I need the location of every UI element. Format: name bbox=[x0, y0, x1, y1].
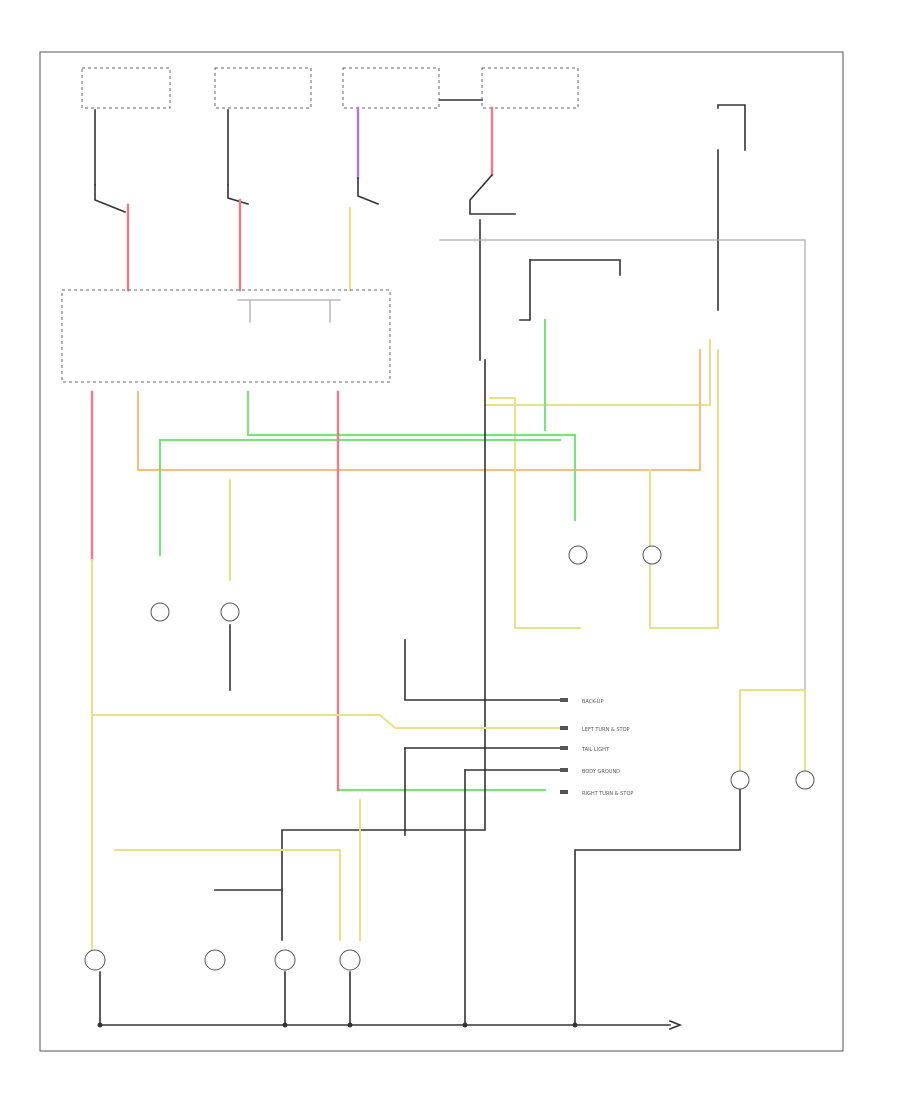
connector-pin-3 bbox=[560, 746, 568, 750]
diagram-frame bbox=[39, 51, 844, 1052]
brake-switch bbox=[94, 184, 127, 214]
fuse-box-3 bbox=[342, 67, 440, 109]
conn-label-3: TAIL LIGHT bbox=[581, 747, 610, 753]
gray-feed-right bbox=[439, 239, 806, 691]
ground-bus bbox=[99, 971, 671, 1026]
fuse-box-4 bbox=[481, 67, 579, 109]
ground-node-4 bbox=[462, 1022, 468, 1028]
ground-node-1 bbox=[97, 1022, 103, 1028]
right-tail-lamp bbox=[339, 949, 361, 971]
fuse-group bbox=[81, 67, 579, 109]
ground-node-3 bbox=[347, 1022, 353, 1028]
left-tail-lamp bbox=[84, 949, 106, 971]
yel-bus-top bbox=[484, 339, 711, 406]
connector-pin-4 bbox=[560, 768, 568, 772]
turn-flasher-feed bbox=[717, 104, 746, 151]
headlamp-switch bbox=[469, 173, 516, 215]
connector-pin-5 bbox=[560, 790, 568, 794]
green-wire-left bbox=[158, 438, 562, 557]
stop-switch bbox=[357, 177, 380, 206]
switch-internal bbox=[237, 299, 341, 323]
connector-labels: BACK-UP LEFT TURN & STOP TAIL LIGHT BODY… bbox=[581, 699, 633, 797]
conn-label-1: BACK-UP bbox=[582, 699, 604, 705]
green-wire-main bbox=[246, 390, 577, 522]
oil-lamp bbox=[642, 545, 662, 565]
switches bbox=[94, 104, 746, 215]
wire-backup bbox=[404, 639, 561, 701]
fuse-box-1 bbox=[81, 67, 171, 109]
right-turn-indicator-lamp bbox=[220, 602, 240, 622]
backup-lamp-left bbox=[730, 770, 750, 790]
hazard-switch bbox=[227, 184, 249, 205]
orange-bus bbox=[137, 349, 701, 471]
marker-lamp bbox=[568, 545, 588, 565]
yel-rear-bus bbox=[114, 849, 341, 941]
backup-ground bbox=[574, 789, 741, 1026]
ground-node-5 bbox=[572, 1022, 578, 1028]
ground-arrow bbox=[668, 1019, 683, 1031]
black-wire-center bbox=[281, 359, 486, 941]
connector-pin-1 bbox=[560, 698, 568, 702]
combination-switch bbox=[61, 289, 391, 383]
fuse-box-2 bbox=[214, 67, 312, 109]
ground-node-2 bbox=[282, 1022, 288, 1028]
ground-drops bbox=[284, 971, 351, 1026]
connector-pin-2 bbox=[560, 726, 568, 730]
conn-label-2: LEFT TURN & STOP bbox=[582, 727, 630, 733]
yel-right-park bbox=[649, 349, 719, 629]
wire-left-turn bbox=[91, 714, 561, 729]
backup-lamp-right bbox=[795, 770, 815, 790]
conn-label-4: BODY GROUND bbox=[582, 769, 620, 775]
wire-left-lamp bbox=[519, 259, 531, 321]
conn-label-5: RIGHT TURN & STOP bbox=[582, 791, 633, 797]
yel-park-lamp bbox=[489, 397, 581, 629]
wire-upper-right bbox=[529, 259, 621, 276]
license-lamp-right bbox=[274, 949, 296, 971]
connector-pins bbox=[560, 698, 568, 794]
left-turn-indicator-lamp bbox=[150, 602, 170, 622]
yel-rear-right bbox=[739, 689, 806, 771]
license-lamp-left bbox=[204, 949, 226, 971]
